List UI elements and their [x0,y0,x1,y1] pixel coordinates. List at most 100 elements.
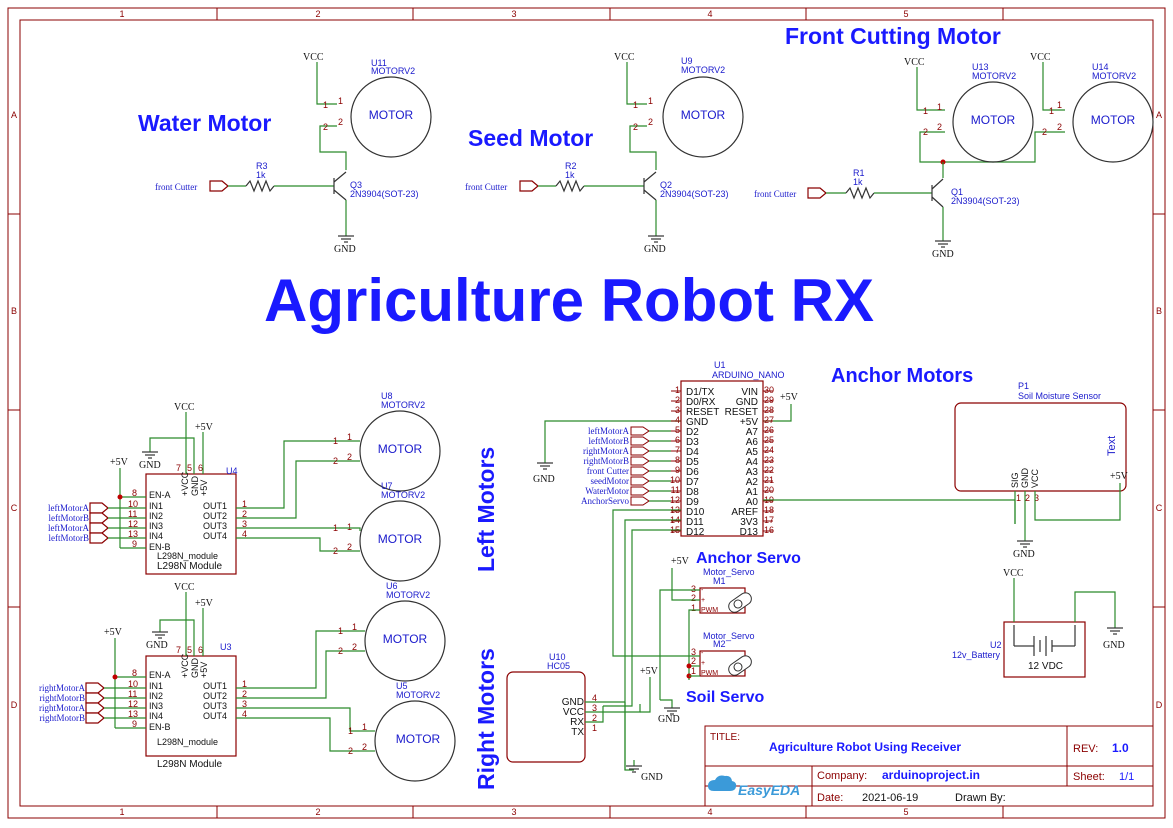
svg-text:2: 2 [348,746,353,756]
svg-text:GND: GND [1020,468,1030,489]
net-port [630,436,650,446]
svg-text:OUT4: OUT4 [203,711,227,721]
nano-net-label: seedMotor [591,476,630,486]
svg-text:11: 11 [128,689,137,699]
svg-text:1k: 1k [853,177,863,187]
svg-text:IN4: IN4 [149,711,163,721]
svg-text:Drawn By:: Drawn By: [955,792,1006,804]
nano-net-label: WaterMotor [585,486,629,496]
svg-text:MOTOR: MOTOR [378,532,423,546]
svg-text:-: - [701,587,704,594]
svg-text:+5V: +5V [104,627,123,638]
svg-text:VCC: VCC [174,582,195,593]
svg-text:REV:: REV: [1073,743,1098,755]
svg-text:OUT1: OUT1 [203,681,227,691]
svg-text:1: 1 [352,622,357,632]
motor-u11 [350,76,432,158]
row-label: C [1156,503,1163,513]
resistor-r2 [555,179,585,193]
svg-text:5: 5 [187,645,192,655]
nano-pin-num: 17 [764,515,774,525]
row-label: A [1156,110,1162,120]
svg-text:HC05: HC05 [547,661,570,671]
heading-right-motors: Right Motors [473,648,499,790]
row-label: B [1156,306,1162,316]
svg-text:rightMotorA: rightMotorA [39,683,85,693]
svg-text:Sheet:: Sheet: [1073,771,1105,783]
svg-text:PWM: PWM [701,670,718,677]
svg-text:R3: R3 [256,161,268,171]
resistor-r3 [245,179,275,193]
svg-text:U2: U2 [990,640,1002,650]
svg-text:MOTORV2: MOTORV2 [681,65,725,75]
svg-text:MOTORV2: MOTORV2 [381,490,425,500]
net-port [630,426,650,436]
svg-text:1k: 1k [565,170,575,180]
servo-m1: M1 Motor_Servo -+PWM 321 +5V [659,556,755,700]
rev-value: 1.0 [1112,741,1129,755]
svg-text:GND: GND [1013,549,1035,560]
nano-pin-num: 28 [764,405,774,415]
svg-text:2: 2 [338,646,343,656]
front-cutting-circuit: VCC VCC MOTOR U13 MOTORV2 MOTOR U14 MOTO… [754,52,1154,260]
nano-pin-label: AREF [731,507,758,518]
svg-text:GND: GND [533,474,555,485]
svg-text:2: 2 [347,542,352,552]
svg-text:EN-A: EN-A [149,490,171,500]
svg-text:12v_Battery: 12v_Battery [952,650,1001,660]
nano-pin-label: D2 [686,427,699,438]
arduino-nano: U1 ARDUINO_NANO D1/TXD0/RXRESETGNDD2D3D4… [533,360,1016,770]
nano-pin-num: 20 [764,485,774,495]
svg-text:3: 3 [242,519,247,529]
svg-text:GND: GND [139,460,161,471]
svg-text:+VCC: +VCC [180,471,190,496]
resistor-r1 [845,186,875,200]
soil-moisture-sensor: P1 Soil Moisture Sensor Text SIG GND VCC… [954,381,1129,560]
svg-text:front Cutter: front Cutter [155,182,197,192]
svg-text:1: 1 [338,96,343,106]
svg-text:GND: GND [190,476,200,497]
svg-text:IN1: IN1 [149,681,163,691]
svg-text:4: 4 [592,693,597,703]
svg-text:OUT3: OUT3 [203,521,227,531]
svg-text:MOTOR: MOTOR [1091,113,1136,127]
svg-text:1k: 1k [256,170,266,180]
net-port [630,466,650,476]
svg-text:U3: U3 [220,642,232,652]
easyeda-logo: EasyEDA [708,775,800,798]
svg-text:1: 1 [348,726,353,736]
net-port [630,496,650,506]
svg-text:9: 9 [132,539,137,549]
svg-text:2: 2 [347,452,352,462]
nano-pin-label: RESET [725,407,758,418]
svg-text:Q3: Q3 [350,180,362,190]
svg-text:OUT1: OUT1 [203,501,227,511]
svg-text:MOTORV2: MOTORV2 [386,590,430,600]
nano-pin-label: VIN [741,387,758,398]
right-net-ports: rightMotorA rightMotorB rightMotorA righ… [39,682,146,724]
heading-seed-motor: Seed Motor [468,125,593,151]
nano-pin-num: 8 [675,455,680,465]
nano-pin-num: 24 [764,445,774,455]
nano-pin-label: D6 [686,467,699,478]
svg-text:+: + [701,660,705,667]
svg-text:IN2: IN2 [149,511,163,521]
nano-net-label: rightMotorA [583,446,629,456]
svg-text:5: 5 [187,463,192,473]
svg-text:1: 1 [691,666,696,676]
svg-text:1: 1 [362,722,367,732]
nano-pin-num: 26 [764,425,774,435]
transistor-q1 [931,178,944,208]
motor-u8 [359,410,441,492]
svg-text:1: 1 [242,679,247,689]
svg-text:MOTOR: MOTOR [396,732,441,746]
svg-text:IN3: IN3 [149,701,163,711]
nano-pin-num: 22 [764,465,774,475]
svg-text:1: 1 [242,499,247,509]
svg-text:U4: U4 [226,466,238,476]
svg-text:10: 10 [128,499,138,509]
svg-text:L298N_module: L298N_module [157,551,218,561]
svg-text:U1: U1 [714,360,726,370]
col-label: 2 [315,9,320,19]
nano-pin-label: D9 [686,497,699,508]
